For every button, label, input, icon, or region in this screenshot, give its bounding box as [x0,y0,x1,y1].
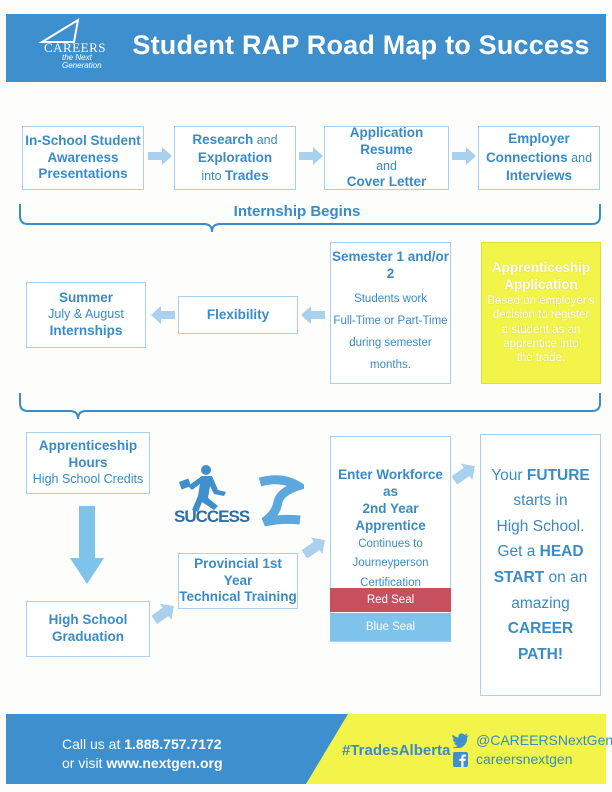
connections-word: Connections [485,150,568,165]
employer-line3: Interviews [505,168,573,183]
research-box: Research and Exploration into Trades [174,126,296,190]
summer-line1: Summer [58,290,114,306]
blue-seal-band: Blue Seal [330,613,451,641]
contact-info: Call us at 1.888.757.7172 or visit www.n… [62,735,223,773]
graduation-line2: Graduation [51,629,124,644]
appr-app-line6: apprentice into [503,338,579,351]
logo-swoosh-icon [38,18,80,43]
footer-banner [6,714,606,784]
arrow-up-right-icon [302,537,325,558]
appr-app-line2: Application [504,277,578,293]
twitter-icon[interactable] [452,733,470,748]
arrow-down-icon [70,506,104,584]
graduation-line1: High School [48,612,128,628]
page-title: Student RAP Road Map to Success [132,30,590,60]
future-word10: CAREER [507,620,574,638]
future-word2: FUTURE [526,466,590,484]
hashtag-label[interactable]: #TradesAlberta [342,742,451,759]
semester-line3: Full-Time or Part-Time [333,315,448,328]
future-word7: START [493,569,545,586]
success-runner-icon: SUCCESS [174,465,304,527]
appr-app-line1: Apprenticeship [491,260,591,276]
facebook-icon[interactable] [453,752,468,767]
technical-line1: Provincial 1st Year [194,555,282,588]
awareness-line1: In-School Student [25,132,141,148]
appr-app-line7: the trade. [516,352,566,365]
facebook-handle[interactable]: careersnextgen [476,751,573,767]
flexibility-label: Flexibility [206,306,270,322]
future-word5: Get a [497,543,540,561]
technical-line2: Technical Training [179,589,297,605]
arrow-left-icon [301,306,325,324]
awareness-line2: Awareness [47,149,119,165]
logo-main-text: CAREERS [44,40,107,55]
phone-number[interactable]: 1.888.757.7172 [124,736,222,752]
employer-box: Employer Connections and Interviews [478,126,600,190]
red-seal-band: Red Seal [330,588,451,612]
future-word3: starts in [513,492,568,510]
semester-line4: during semester months. [349,336,432,371]
arrow-right-icon [148,147,172,165]
summer-internships-box: Summer July & August Internships [26,282,146,348]
twitter-handle[interactable]: @CAREERSNextGen [476,732,612,748]
workforce-line2: 2nd Year Apprentice [355,500,426,533]
future-word4: High School. [496,517,585,535]
semester-line2: Students work [354,293,427,306]
future-word6: HEAD [539,543,584,561]
application-line1: Application Resume [349,124,424,157]
workforce-line4: Journeyperson [352,557,429,570]
summer-line3: Internships [49,322,123,338]
flexibility-box: Flexibility [178,296,298,334]
application-line2: and [376,158,397,173]
bracket-line-1 [19,204,601,233]
future-word1: Your [491,466,527,484]
appr-app-line3: Based on employer's [487,294,595,307]
semester-box: Semester 1 and/or 2 Students work Full-T… [330,242,451,384]
awareness-line3: Presentations [38,166,128,182]
connections-and: and [567,151,593,165]
hours-line1: Apprenticeship Hours [38,438,138,471]
semester-line1: Semester 1 and/or 2 [331,249,450,282]
workforce-line5: Certification [360,576,421,589]
hours-line2: High School Credits [32,472,144,487]
appr-app-line5: a student as an [501,323,581,336]
arrow-right-icon [452,147,476,165]
technical-training-box: Provincial 1st Year Technical Training [178,553,298,609]
employer-line1: Employer [508,131,570,147]
arrow-right-icon [299,147,323,165]
future-word9: amazing [511,594,570,612]
arrow-up-right-icon [452,463,475,484]
awareness-box: In-School Student Awareness Presentation… [22,126,144,190]
apprenticeship-hours-box: Apprenticeship Hours High School Credits [26,432,150,494]
footer-yellow-panel [306,714,606,784]
success-word: SUCCESS [174,507,250,526]
arrow-up-right-icon [152,603,174,624]
internship-begins-label: Internship Begins [233,203,361,220]
call-prefix: Call us at [62,736,125,752]
into-word: into [201,169,226,184]
trades-word: Trades [225,168,269,184]
research-and: and [253,132,278,147]
visit-prefix: or visit [62,755,107,771]
bracket-line-2 [19,393,601,420]
summer-line2: July & August [48,307,124,322]
appr-app-line4: decision to register [492,309,590,322]
workforce-line1: Enter Workforce as [338,467,443,499]
future-box: Your FUTURE starts in High School. Get a… [480,434,601,696]
arrow-left-icon [151,306,175,324]
future-word8: on an [544,569,588,586]
exploration-word: Exploration [197,149,273,165]
application-box: Application Resume and Cover Letter [324,124,449,190]
website-link[interactable]: www.nextgen.org [106,755,223,771]
research-word: Research [192,131,254,147]
future-word11: PATH! [517,645,564,663]
apprenticeship-application-box: Apprenticeship Application Based on empl… [481,242,601,384]
graduation-box: High School Graduation [26,601,150,657]
application-line3: Cover Letter [346,174,427,190]
workforce-line3: Continues to [358,537,423,550]
